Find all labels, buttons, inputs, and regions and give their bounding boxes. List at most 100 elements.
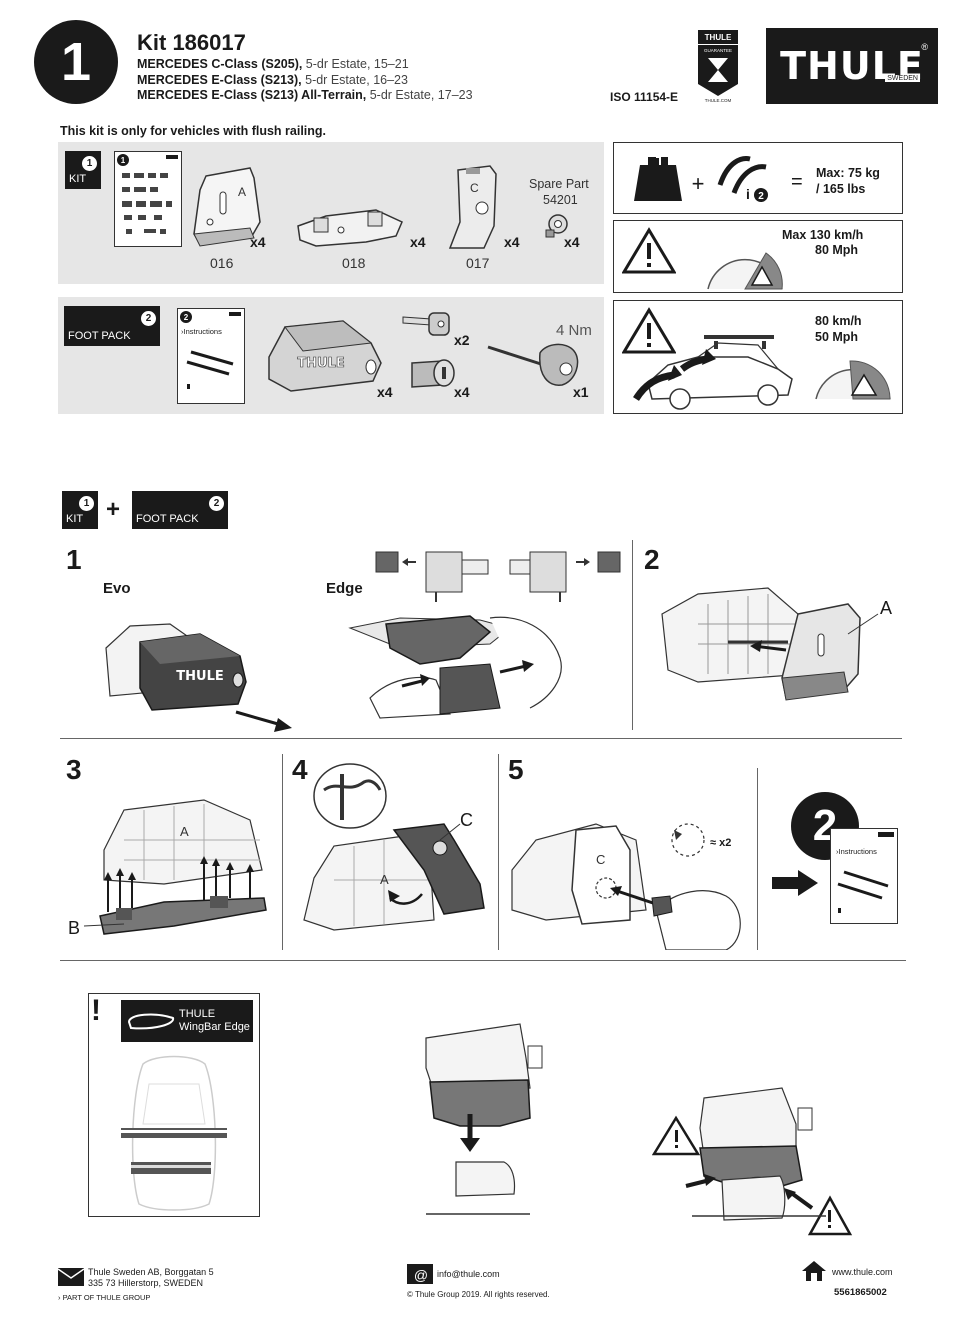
max-speed-label: Max bbox=[782, 228, 807, 242]
footer-address-line: 335 73 Hillerstorp, SWEDEN bbox=[88, 1278, 204, 1288]
vehicle-list: MERCEDES C-Class (S205), 5-dr Estate, 15… bbox=[137, 57, 473, 104]
svg-text:A: A bbox=[380, 872, 389, 887]
foot-qty: x4 bbox=[377, 384, 393, 400]
load-plus-sign: + bbox=[692, 171, 705, 196]
spare-part-qty: x4 bbox=[564, 234, 580, 250]
brand-reg: ® bbox=[921, 42, 928, 52]
combo-kit-tag: 1 KIT bbox=[62, 491, 98, 529]
step-1-foot-logo: THULE bbox=[176, 669, 223, 684]
step-1-evo-illustration: THULE bbox=[105, 623, 292, 732]
max-speed-kmh: 130 km/h bbox=[809, 228, 864, 242]
row-divider bbox=[60, 960, 906, 961]
home-icon bbox=[802, 1261, 826, 1281]
load-equals-sign: = bbox=[791, 171, 803, 193]
max-speed-box: Max 130 km/h 80 Mph bbox=[613, 220, 903, 293]
step-divider bbox=[757, 768, 758, 950]
svg-text:A: A bbox=[238, 185, 246, 199]
part-016-code: 016 bbox=[210, 255, 234, 271]
combo-foot-pack-tag: 2 FOOT PACK bbox=[132, 491, 228, 529]
weight-plus-bars-icon: + i 2 bbox=[634, 156, 768, 202]
kit-instructions-thumbnail: 1 bbox=[114, 151, 182, 247]
key-qty: x2 bbox=[454, 332, 470, 348]
step-number-badge: 1 bbox=[34, 20, 118, 104]
foot-clamped-illustration bbox=[652, 1087, 853, 1236]
footer-web[interactable]: www.thule.com bbox=[832, 1267, 893, 1277]
step-1-evo-label: Evo bbox=[103, 580, 131, 597]
combo-foot-pack-label: FOOT PACK bbox=[136, 513, 199, 525]
svg-text:A: A bbox=[180, 824, 189, 839]
lock-qty: x4 bbox=[454, 384, 470, 400]
lock-cylinder-icon bbox=[411, 359, 455, 388]
wind-speed-text: 80 km/h 50 Mph bbox=[815, 313, 862, 345]
step-5-number: 5 bbox=[508, 754, 524, 785]
wingbar-title-2: WingBar Edge bbox=[179, 1021, 250, 1033]
combo-foot-pack-number: 2 bbox=[209, 496, 224, 511]
vehicle-line: MERCEDES E-Class (S213) All-Terrain, 5-d… bbox=[137, 88, 473, 102]
wingbar-exclaim: ! bbox=[91, 994, 101, 1027]
step-4-label-c: C bbox=[460, 810, 473, 830]
vehicle-line: MERCEDES E-Class (S213), 5-dr Estate, 16… bbox=[137, 72, 408, 87]
max-load-box: + i 2 = Max: 75 kg / 165 lbs bbox=[613, 142, 903, 214]
step-divider bbox=[632, 540, 633, 730]
foot-pack-tag-number: 2 bbox=[141, 311, 156, 326]
max-speed-mph: 80 Mph bbox=[815, 243, 859, 257]
warning-triangle-icon bbox=[622, 307, 676, 354]
step-4-number: 4 bbox=[292, 754, 308, 785]
guarantee-seal-icon: THULE GUARANTEE THULE.COM bbox=[698, 30, 738, 103]
footer-group: › PART OF THULE GROUP bbox=[58, 1293, 151, 1302]
footer-doc-number: 5561865002 bbox=[834, 1287, 887, 1298]
brand-sub: SWEDEN bbox=[885, 75, 920, 82]
foot-pack-panel: 2 FOOT PACK 2 ›Instructions THULE x4 x2 … bbox=[58, 297, 604, 414]
wingbar-edge-box: ! THULE WingBar Edge bbox=[88, 993, 260, 1217]
kit-title: Kit 186017 bbox=[137, 30, 246, 55]
max-load-text: Max: 75 kg / 165 lbs bbox=[816, 165, 880, 197]
foot-pack-tag-label: FOOT PACK bbox=[68, 330, 131, 342]
foot-pack-instructions-number: 2 bbox=[184, 313, 189, 322]
max-load-line: Max: 75 kg bbox=[816, 166, 880, 180]
combo-kit-label: KIT bbox=[66, 513, 84, 525]
part-016-qty: x4 bbox=[250, 234, 266, 250]
step-1-edge-label: Edge bbox=[326, 580, 363, 597]
part-018-rail-adapter-icon bbox=[297, 209, 403, 247]
guarantee-top-text: THULE bbox=[705, 33, 732, 42]
next-instructions-label: ›Instructions bbox=[836, 847, 877, 856]
part-016-bracket-icon: A bbox=[193, 167, 261, 247]
combo-plus-sign: + bbox=[106, 496, 121, 523]
part-018-code: 018 bbox=[342, 255, 366, 271]
kit-tag-number: 1 bbox=[82, 156, 97, 171]
step-5-illustration: C ≈ x2 bbox=[511, 823, 741, 950]
foot-pack-instructions-thumbnail: 2 ›Instructions bbox=[177, 308, 245, 404]
wind-speed-box: 80 km/h 50 Mph bbox=[613, 300, 903, 414]
foot-pack-tag: 2 FOOT PACK bbox=[64, 306, 160, 346]
step-divider bbox=[498, 754, 499, 950]
thule-logo: THULE SWEDEN ® bbox=[766, 28, 938, 104]
car-with-roof-rack-icon bbox=[633, 335, 793, 410]
footer-email[interactable]: info@thule.com bbox=[437, 1269, 500, 1279]
next-instructions-thumbnail: ›Instructions bbox=[830, 828, 898, 924]
foot-on-rail-illustration bbox=[425, 1023, 543, 1215]
svg-text:i: i bbox=[746, 186, 750, 202]
svg-text:@: @ bbox=[414, 1267, 428, 1283]
speedometer-icon bbox=[707, 252, 783, 290]
torque-value: 4 Nm bbox=[556, 322, 592, 339]
wingbar-profile-icon bbox=[127, 1013, 174, 1030]
part-017-pad-icon: C bbox=[448, 165, 497, 249]
part-017-code: 017 bbox=[466, 255, 490, 271]
wind-speed-mph: 50 Mph bbox=[815, 330, 859, 344]
step-1-number: 1 bbox=[66, 544, 82, 575]
foot-logo-text: THULE bbox=[297, 356, 344, 371]
iso-standard: ISO 11154-E bbox=[610, 90, 679, 104]
spare-part-screw-icon bbox=[545, 214, 568, 238]
vehicle-line: MERCEDES C-Class (S205), 5-dr Estate, 15… bbox=[137, 57, 409, 71]
max-load-line: / 165 lbs bbox=[816, 182, 866, 196]
kit-contents-panel: 1 KIT 1 A x4 016 x4 018 C bbox=[58, 142, 604, 284]
key-icon bbox=[402, 312, 450, 336]
guarantee-url-text: THULE.COM bbox=[705, 98, 732, 103]
foot-pack-instructions-label: ›Instructions bbox=[181, 327, 222, 336]
warning-triangle-icon bbox=[622, 227, 676, 274]
step-divider bbox=[282, 754, 283, 950]
svg-text:2: 2 bbox=[758, 191, 764, 202]
step-1-edge-illustration bbox=[348, 551, 621, 719]
part-017-qty: x4 bbox=[504, 234, 520, 250]
kit-tag-label: KIT bbox=[69, 173, 87, 185]
